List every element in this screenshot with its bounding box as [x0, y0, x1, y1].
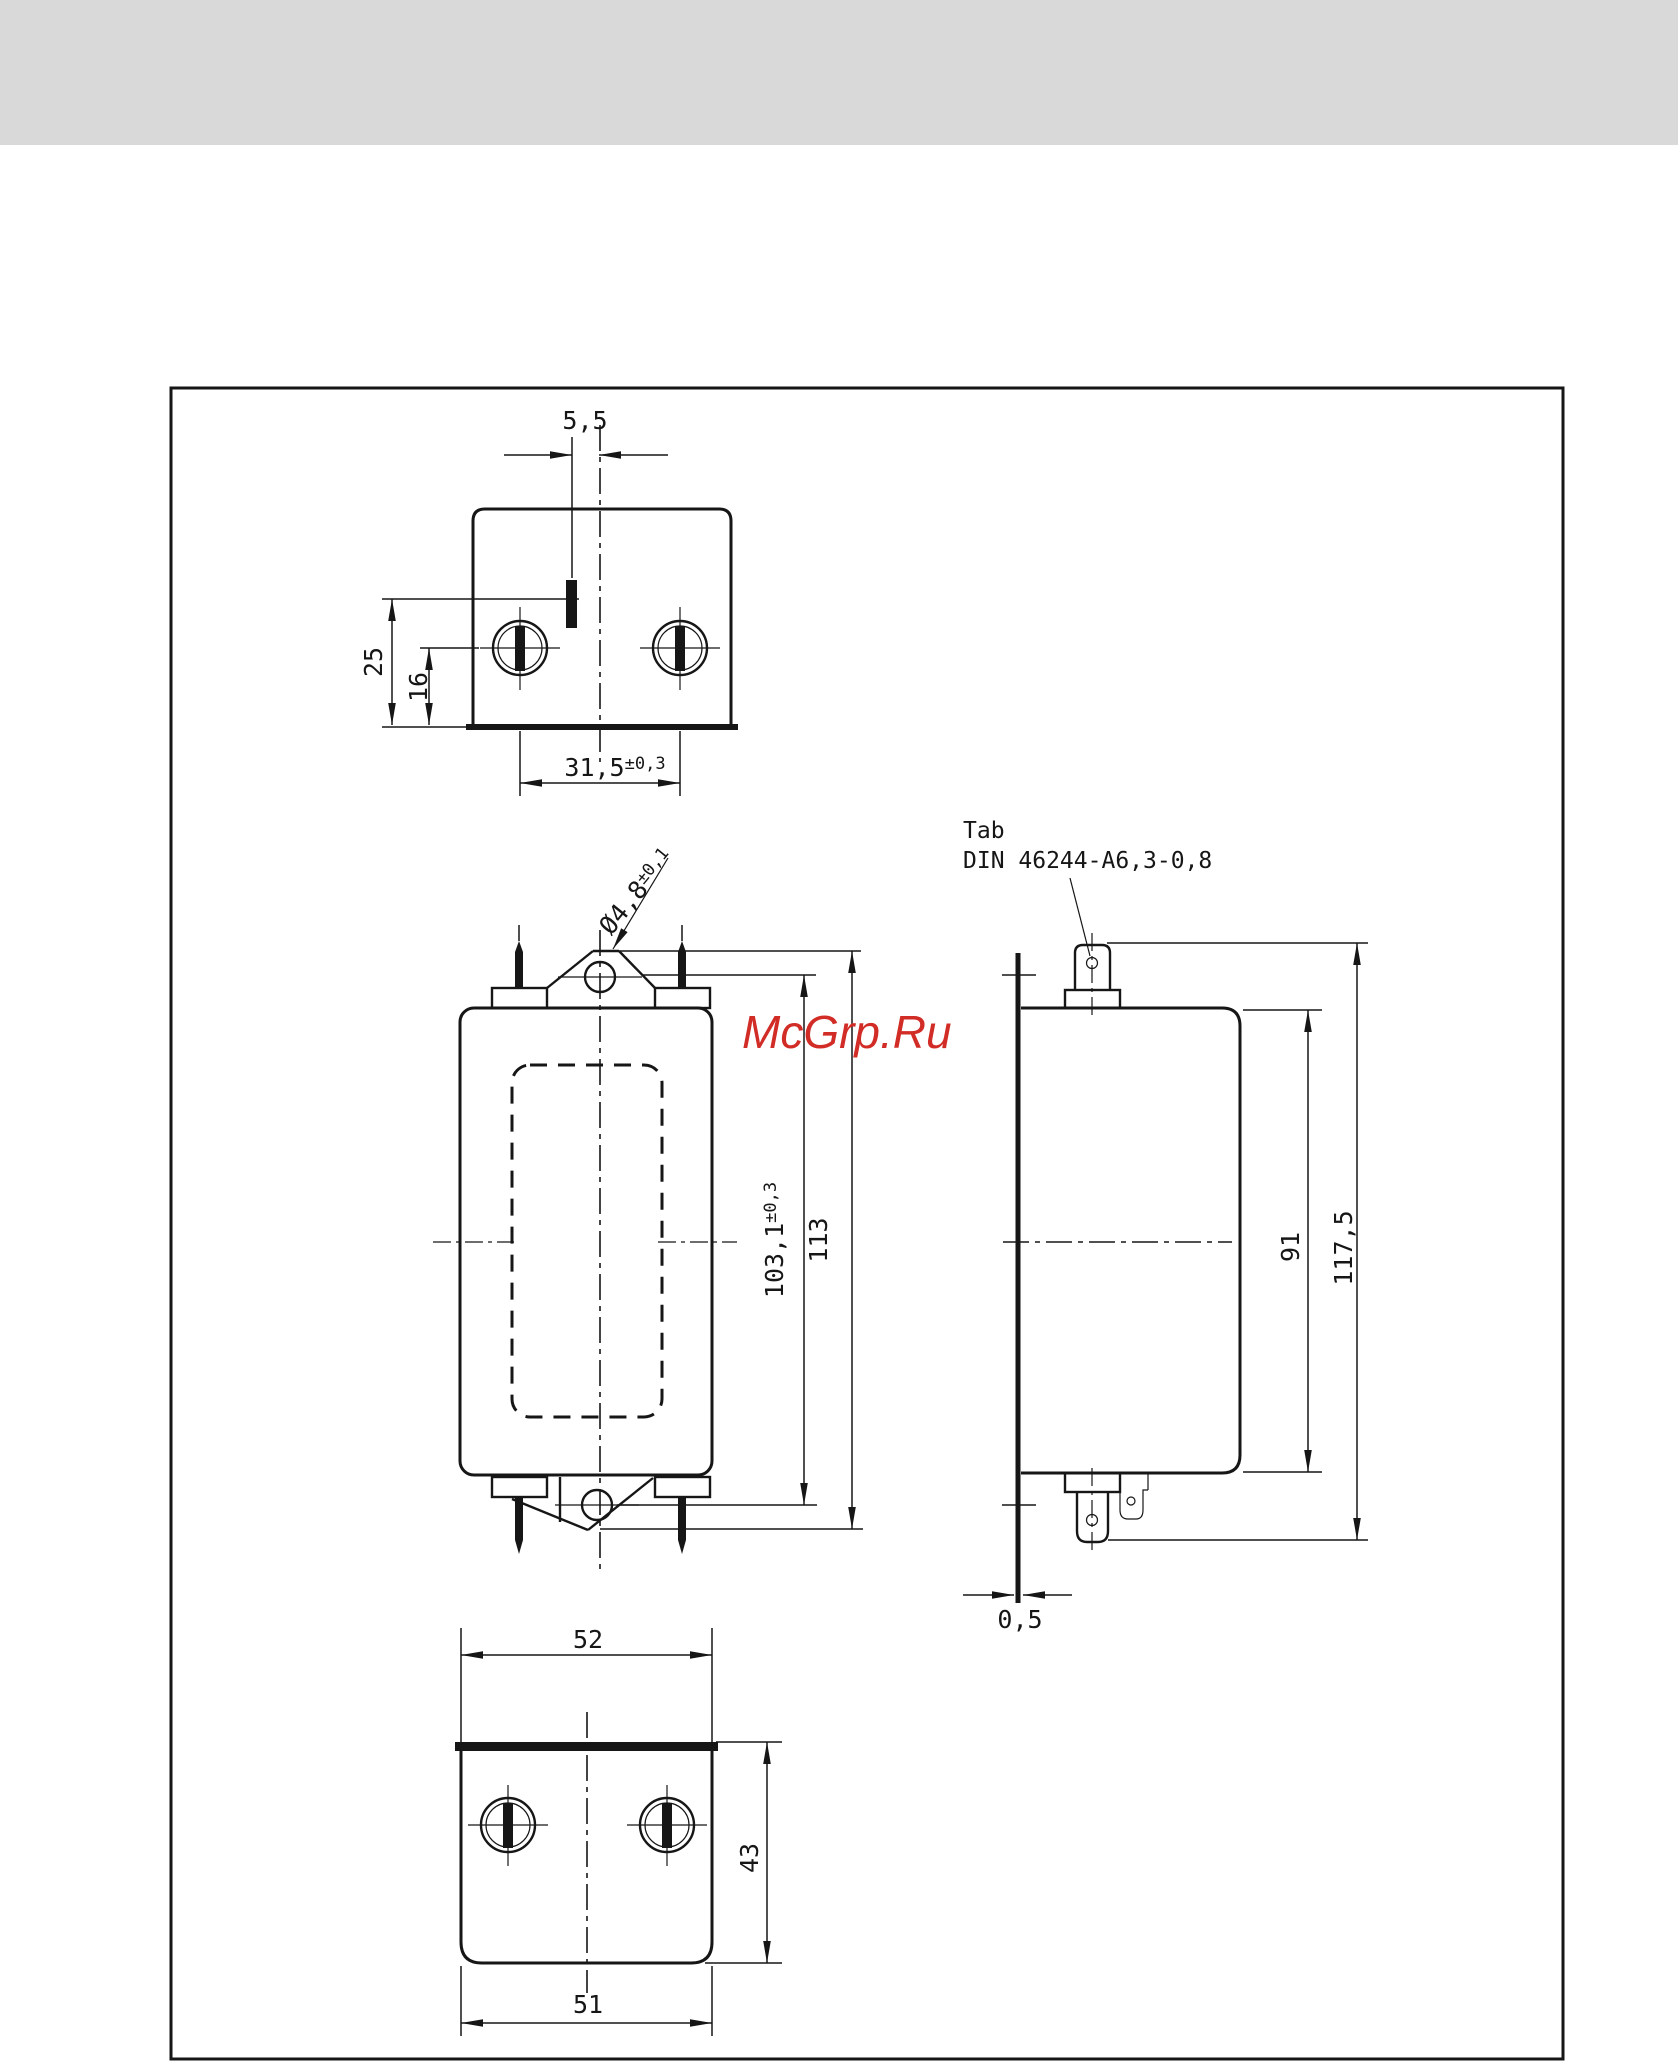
mounting-hole [468, 1785, 548, 1866]
dim-body-height-label: 91 [1276, 1232, 1305, 1262]
dim-holes-to-base-label: 16 [404, 672, 433, 702]
front-view-hidden-outline [510, 1063, 664, 1419]
top-view-body-outline [471, 507, 733, 729]
dim-body-width-label: 51 [573, 1990, 603, 2019]
dim-hole-dia-label: Ø4,8±0,1 [593, 843, 679, 940]
dim-mounting-height-label: 103,1±0,3 [760, 1182, 789, 1298]
dim-depth-label: 43 [735, 1843, 764, 1873]
bracket-slope [587, 1477, 654, 1531]
dim-mounting-height-value: 103,1 [760, 1223, 789, 1298]
dim-hole-dia-tol: ±0,1 [632, 844, 673, 888]
rear-tab-terminal [1119, 1489, 1148, 1520]
terminal-pin [678, 1497, 686, 1554]
leader-line [1069, 877, 1091, 957]
watermark-text: McGrp.Ru [742, 1006, 952, 1058]
dim-terminal-to-base-label: 25 [359, 647, 388, 677]
side-view-body-outline [1021, 1006, 1242, 1475]
bracket-slope [511, 1497, 589, 1532]
bracket-slope [618, 950, 656, 989]
leader-line [612, 857, 669, 950]
bottom-view: 52 43 [455, 1625, 782, 2036]
dim-hole-pitch-tol: ±0,3 [625, 754, 666, 774]
terminal-base [490, 986, 549, 1010]
dim-overall-height-label: 113 [804, 1217, 833, 1262]
terminal-base [653, 1475, 712, 1499]
dim-hole-pitch-label: 31,5±0,3 [564, 753, 665, 782]
mounting-hole [627, 1785, 707, 1866]
dim-mounting-height-tol: ±0,3 [761, 1182, 781, 1223]
rear-tab-base [1120, 1472, 1149, 1490]
terminal-base [490, 1475, 549, 1499]
dim-side-overall-height-label: 117,5 [1329, 1210, 1358, 1285]
dim-plate-thickness-label: 0,5 [997, 1605, 1042, 1634]
rear-tab-hole [1126, 1496, 1136, 1506]
dim-pin-offset-label: 5,5 [562, 406, 607, 435]
top-view-terminal-section [566, 580, 577, 628]
dim-flange-width-label: 52 [573, 1625, 603, 1654]
drawing-frame [169, 386, 1565, 2061]
terminal-pin [515, 941, 523, 988]
page-header-bar [0, 0, 1678, 145]
top-view: 5,5 25 16 31,5±0,3 [359, 406, 738, 796]
tab-note-line1: Tab [963, 818, 1005, 844]
terminal-base [653, 986, 712, 1010]
terminal-pin [678, 941, 686, 988]
bracket-slope [546, 950, 594, 989]
mounting-hole [480, 607, 560, 690]
front-view: Ø4,8±0,1 103,1±0,3 113 [433, 843, 863, 1570]
side-view: Tab DIN 46244-A6,3-0,8 91 117,5 0,5 [963, 818, 1368, 1634]
dim-hole-pitch-value: 31,5 [564, 753, 624, 782]
terminal-pin [515, 1497, 523, 1554]
tab-note-line2: DIN 46244-A6,3-0,8 [963, 848, 1212, 874]
mounting-hole [640, 607, 720, 690]
